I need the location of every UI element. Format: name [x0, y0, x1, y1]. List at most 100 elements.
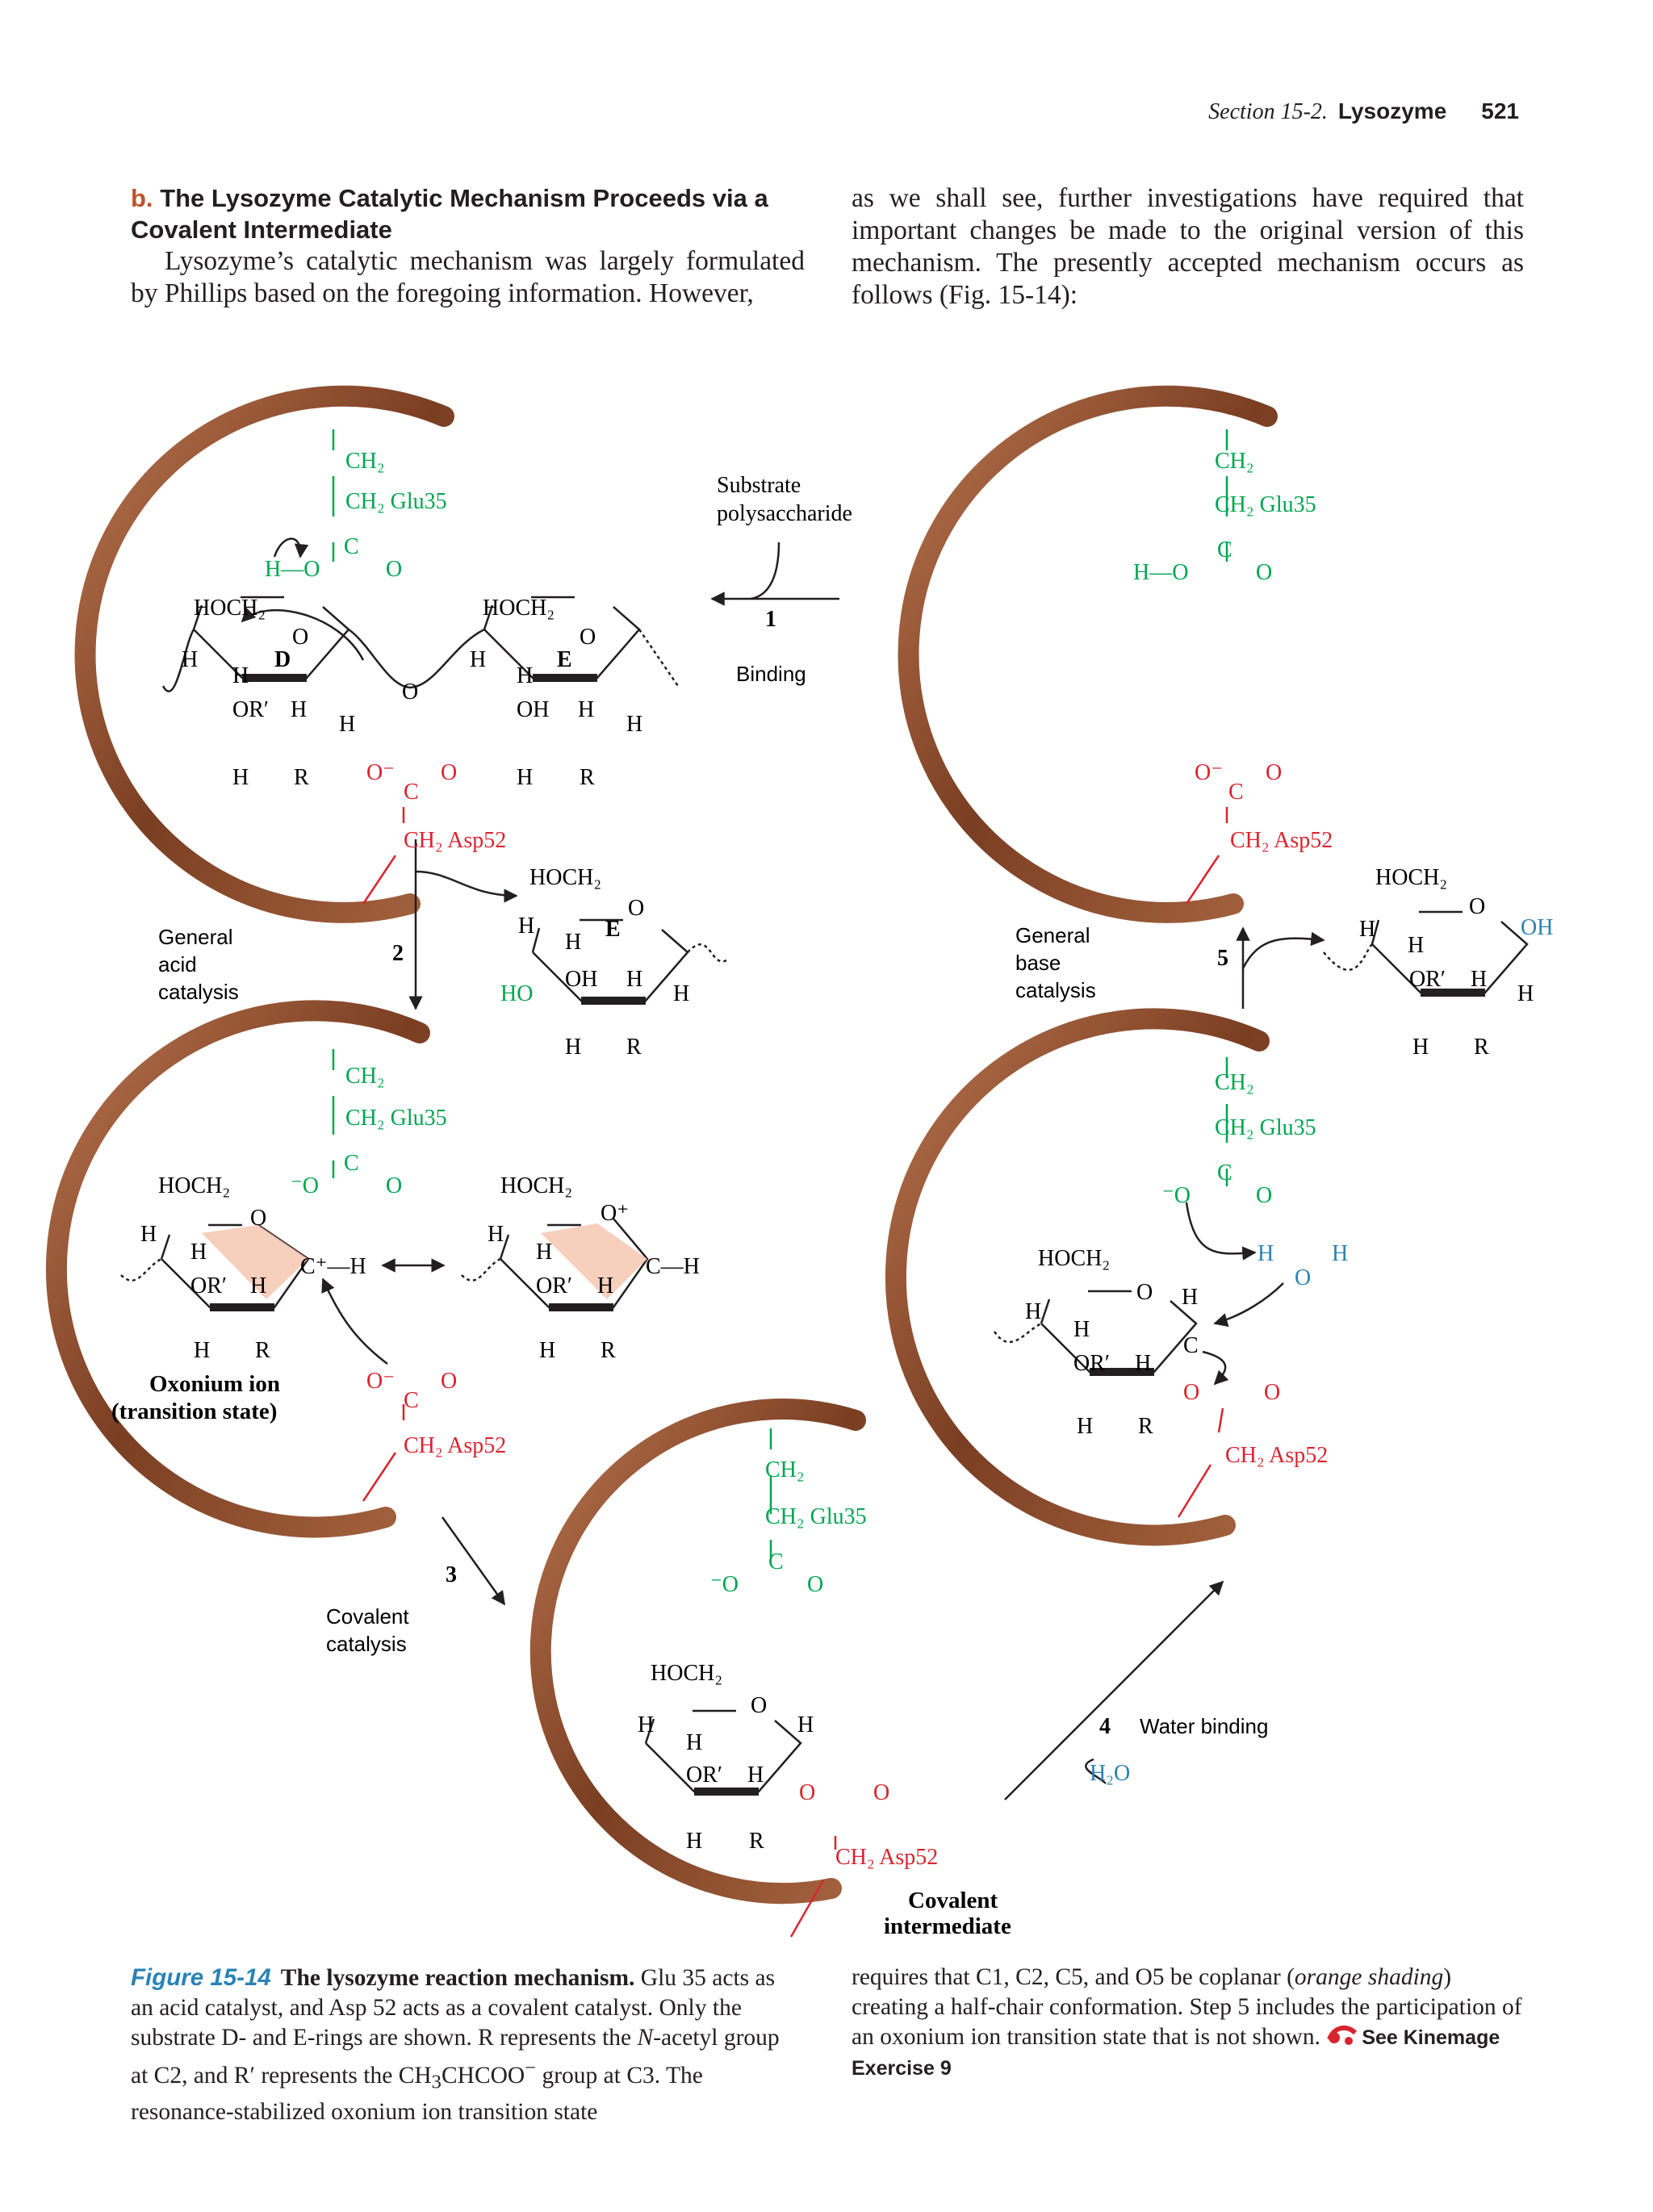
covalent-subtitle: intermediate — [884, 1913, 1011, 1939]
glu35-ch2: CH₂ — [1215, 1070, 1254, 1095]
glu35-o: O — [1256, 1183, 1272, 1208]
glu35-ch2-label: CH₂ Glu35 — [1215, 1115, 1316, 1140]
glu35-ch2-label: CH₂ Glu35 — [765, 1504, 867, 1529]
step-1-label: Binding — [736, 662, 806, 686]
ring-h: H — [339, 712, 355, 737]
asp52-ch2-label: CH₂ Asp52 — [835, 1845, 938, 1870]
ring-r: R — [626, 1035, 642, 1060]
ring-o: O — [250, 1206, 266, 1231]
step-3-label: catalysis — [326, 1632, 407, 1656]
asp52-o-minus: O⁻ — [366, 760, 395, 785]
half-chair-shading — [202, 1225, 308, 1299]
body-paragraph: Lysozyme’s catalytic mechanism was large… — [131, 246, 805, 308]
ring-h: H — [1408, 933, 1424, 958]
page-number: 521 — [1481, 98, 1519, 123]
ring-h: H — [518, 914, 534, 939]
enzyme-pocket — [74, 385, 454, 923]
hoch2: HOCH₂ — [1375, 865, 1447, 890]
ring-h: H — [747, 1762, 764, 1788]
ring-h: H — [194, 1338, 210, 1363]
asp52-o: O — [873, 1780, 889, 1805]
or-prime: OR′ — [1073, 1351, 1110, 1376]
substrate-label: Substrate — [717, 473, 801, 498]
covalent-title: Covalent — [908, 1888, 998, 1913]
glu35-ch2-label: CH₂ Glu35 — [345, 489, 447, 514]
glu35-ch2: CH₂ — [345, 449, 385, 474]
ring-r: R — [1474, 1035, 1489, 1060]
ring-o: O — [751, 1693, 767, 1718]
ring-h: H — [686, 1730, 702, 1755]
product-oh: OH — [1521, 915, 1553, 940]
step-5-label: catalysis — [1015, 978, 1096, 1002]
glu35-c: C — [344, 534, 359, 559]
asp52-ch2-label: CH₂ Asp52 — [404, 828, 506, 853]
ring-h: H — [190, 1240, 207, 1265]
glu35-oh: H—O — [265, 557, 320, 582]
ring-e-label: E — [557, 647, 572, 672]
ring-c: C — [1183, 1333, 1199, 1358]
glu35-c: C — [1217, 537, 1232, 562]
header-section: Section 15-2. — [1208, 99, 1328, 124]
asp52-ester-o: O — [799, 1780, 815, 1805]
ring-h: H — [1182, 1285, 1198, 1310]
oxonium-title: Oxonium ion — [149, 1371, 280, 1397]
ring-h: H — [1025, 1299, 1041, 1324]
ring-h: H — [1073, 1317, 1090, 1342]
water-o: O — [1295, 1265, 1311, 1290]
or-prime: OR′ — [686, 1762, 722, 1788]
glu35-o-minus: ⁻O — [710, 1572, 739, 1597]
asp52-c: C — [1228, 780, 1244, 805]
oxonium-subtitle: (transition state) — [111, 1399, 277, 1424]
glu35-ch2: CH₂ — [1215, 449, 1254, 474]
asp52-o-minus: O⁻ — [366, 1369, 395, 1394]
asp52-bonds — [362, 807, 1228, 1938]
ring-o-d: O — [292, 625, 308, 650]
arrows — [241, 537, 1325, 1800]
ring-h: H — [232, 765, 249, 790]
ring-h: H — [565, 1035, 581, 1060]
kinemage-link[interactable]: See Kinemage Exercise 9 — [852, 2025, 1500, 2080]
hoch2: HOCH₂ — [158, 1173, 230, 1198]
ring-e-label: E — [605, 917, 621, 942]
step-2-label: General — [158, 925, 233, 949]
enzyme-pocket — [529, 1399, 866, 1905]
step-4-label: Water binding — [1140, 1714, 1268, 1738]
or-prime: OR′ — [1409, 967, 1446, 992]
ring-r: R — [255, 1338, 270, 1363]
ring-h: H — [578, 697, 594, 722]
ring-h: H — [797, 1712, 814, 1737]
hoch2: HOCH₂ — [1038, 1246, 1110, 1271]
glu35-o-minus: ⁻O — [1162, 1183, 1191, 1208]
ring-h: H — [488, 1222, 504, 1247]
asp52-c: C — [404, 1388, 419, 1413]
step-3-number: 3 — [446, 1562, 457, 1587]
asp52-ester-o: O — [1183, 1380, 1199, 1405]
water: H₂O — [1090, 1761, 1130, 1786]
asp52-c: C — [404, 780, 419, 805]
asp52-o: O — [441, 1369, 457, 1394]
ring-r: R — [1138, 1414, 1153, 1439]
hoch2: HOCH₂ — [651, 1661, 722, 1686]
glu35-o: O — [807, 1572, 823, 1597]
ring-h: H — [626, 712, 642, 737]
section-heading: b. The Lysozyme Catalytic Mechanism Proc… — [131, 184, 768, 244]
ring-d-label: D — [274, 647, 291, 672]
ring-ho: HO — [500, 981, 533, 1006]
kinemage-icon — [1327, 2025, 1358, 2045]
ring-o-e: O — [580, 625, 596, 650]
or-prime: OR′ — [190, 1273, 227, 1298]
glu35-c: C — [344, 1151, 359, 1176]
enzyme-pocket — [885, 1008, 1270, 1546]
or-prime: OR′ — [232, 697, 269, 722]
hoch2-d: HOCH₂ — [194, 596, 266, 621]
ring-h: H — [1471, 967, 1487, 992]
glu35-o: O — [386, 557, 402, 582]
ring-r: R — [294, 765, 309, 790]
ring-h: H — [1517, 981, 1534, 1006]
step-5-label: General — [1015, 923, 1090, 947]
hoch2-e-product: HOCH₂ — [529, 865, 601, 890]
hoch2: HOCH₂ — [500, 1173, 572, 1198]
ring-h: H — [597, 1273, 613, 1298]
half-chair-shading — [541, 1223, 647, 1299]
